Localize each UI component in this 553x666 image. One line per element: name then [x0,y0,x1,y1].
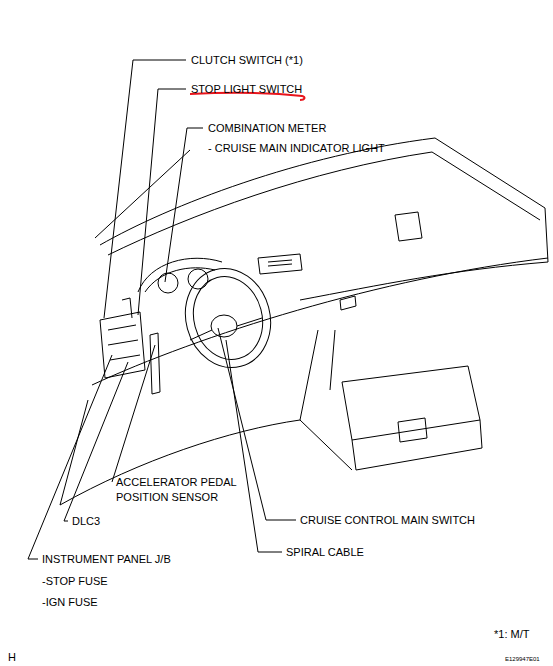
part-label: COMBINATION METER [208,121,326,136]
accelerator-pedal [150,333,160,394]
part-label: *1: M/T [494,627,529,642]
meter-hood [138,258,222,292]
steering-pad [211,315,237,337]
spokes [190,318,262,340]
vent-slats [268,260,292,266]
kick-panel [60,400,88,505]
leader-line [104,60,186,318]
part-label: CLUTCH SWITCH (*1) [191,53,303,68]
leader-line [218,328,296,520]
center-display [258,254,302,274]
switch [340,296,356,310]
part-label: ACCELERATOR PEDAL POSITION SENSOR [116,475,246,505]
gauge [158,273,178,293]
part-label: -IGN FUSE [42,595,98,610]
part-label: INSTRUMENT PANEL J/B [42,552,171,567]
gauge [188,269,208,289]
console [300,330,352,470]
leader-line [112,345,155,482]
glovebox-line [300,262,548,300]
rear-vent [398,418,427,442]
part-label: SPIRAL CABLE [286,545,364,560]
vent [395,212,422,241]
armrest-side [352,420,482,470]
junction-detail [108,325,140,360]
leader-line [138,89,186,315]
part-label: - CRUISE MAIN INDICATOR LIGHT [208,141,385,156]
part-label: STOP LIGHT SWITCH [191,82,302,97]
leader-line [226,340,282,552]
part-label: DLC3 [72,514,100,529]
part-label: H [8,650,16,665]
console-edge [330,330,335,390]
dash-end [545,208,548,262]
leader-line [28,355,112,559]
armrest [342,366,480,440]
leader-line [165,128,203,282]
dash-top-inner [108,152,540,255]
part-label: E129947E01 [505,656,540,663]
part-label: -STOP FUSE [42,574,108,589]
meter-face [145,268,215,292]
dash-lower [92,258,548,385]
part-label: CRUISE CONTROL MAIN SWITCH [300,513,475,528]
floor [60,420,300,505]
switch-bracket [122,298,132,318]
dash-top [100,138,545,245]
steering-wheel [174,259,281,377]
